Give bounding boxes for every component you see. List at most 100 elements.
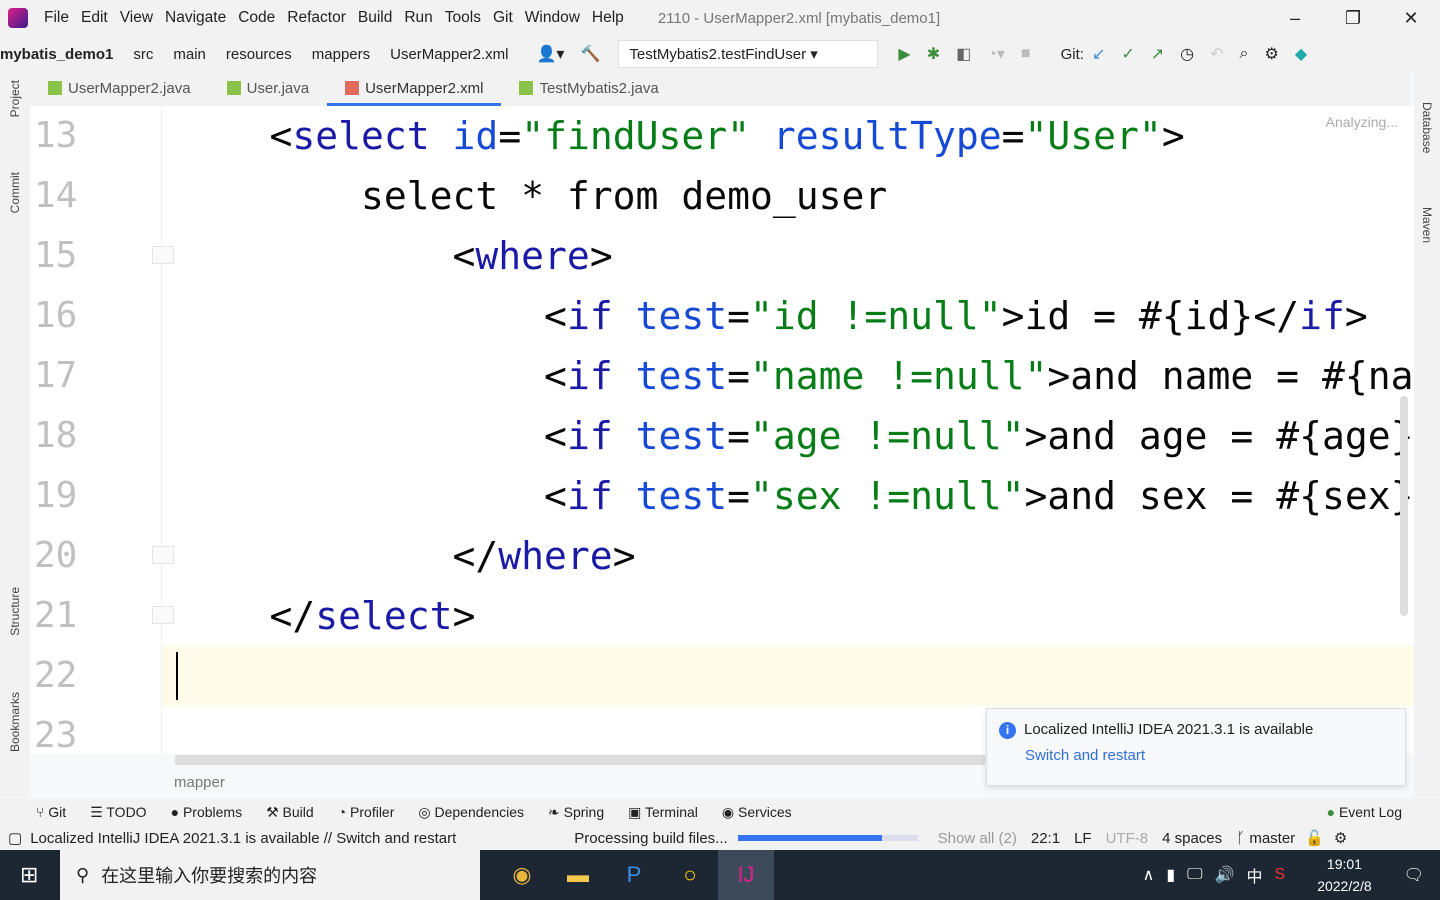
menu-edit[interactable]: Edit: [80, 9, 108, 26]
tray-device-icon[interactable]: ▮: [1166, 867, 1176, 884]
menu-build[interactable]: Build: [357, 9, 393, 26]
tab-usermapper2-xml[interactable]: UserMapper2.xml: [327, 72, 502, 106]
indent-setting[interactable]: 4 spaces: [1162, 829, 1223, 847]
breadcrumb-item[interactable]: src: [133, 45, 154, 63]
memory-indicator-icon[interactable]: ⚙: [1333, 830, 1348, 847]
breadcrumb-item[interactable]: main: [173, 45, 206, 63]
sogou-icon[interactable]: S: [1274, 866, 1286, 883]
profile-icon[interactable]: ◔▾: [987, 46, 1005, 63]
breadcrumb-item[interactable]: mybatis_demo1: [0, 45, 114, 63]
app-p-icon[interactable]: P: [626, 862, 642, 887]
ime-indicator[interactable]: 中: [1246, 869, 1263, 886]
status-message[interactable]: Localized IntelliJ IDEA 2021.3.1 is avai…: [30, 829, 457, 847]
tab-user-java[interactable]: User.java: [209, 72, 328, 106]
vertical-scrollbar[interactable]: [1400, 396, 1408, 616]
menu-window[interactable]: Window: [524, 9, 580, 26]
tab-usermapper2-java[interactable]: UserMapper2.java: [30, 72, 209, 106]
chrome-icon[interactable]: ◉: [512, 862, 532, 887]
plugin-icon[interactable]: ◆: [1294, 46, 1308, 63]
horizontal-scrollbar[interactable]: [175, 755, 985, 765]
breadcrumb-item[interactable]: mappers: [311, 45, 371, 63]
xml-breadcrumb[interactable]: mapper: [174, 774, 225, 791]
coverage-icon[interactable]: ◧: [956, 46, 972, 63]
menu-git[interactable]: Git: [492, 9, 513, 26]
structure-tool-button[interactable]: Structure: [8, 587, 22, 636]
show-all-button[interactable]: Show all (2): [937, 829, 1017, 847]
menu-run[interactable]: Run: [404, 9, 433, 26]
file-encoding[interactable]: UTF-8: [1105, 829, 1149, 847]
lock-icon[interactable]: 🔓: [1305, 830, 1324, 847]
fold-marker-icon[interactable]: [152, 606, 174, 624]
rollback-icon[interactable]: ↶: [1210, 46, 1224, 63]
database-tool-button[interactable]: Database: [1420, 102, 1434, 154]
tool-todo[interactable]: ☰ TODO: [90, 804, 146, 821]
tool-label: Problems: [182, 803, 243, 820]
windows-start-icon[interactable]: ⊞: [20, 862, 39, 887]
event-log-button[interactable]: ● Event Log: [1327, 804, 1402, 820]
status-toggle-icon[interactable]: ▢: [8, 830, 23, 847]
menu-tools[interactable]: Tools: [444, 9, 481, 26]
menu-code[interactable]: Code: [238, 9, 276, 26]
git-branch[interactable]: ᚴ master: [1236, 830, 1295, 847]
tool-problems[interactable]: ● Problems: [171, 804, 243, 821]
build-hammer-icon[interactable]: 🔨: [580, 46, 601, 63]
file-explorer-icon[interactable]: ▬: [567, 862, 589, 887]
breadcrumb-item[interactable]: resources: [225, 45, 292, 63]
commit-tool-button[interactable]: Commit: [8, 172, 22, 214]
maven-tool-button[interactable]: Maven: [1420, 207, 1434, 244]
menu-file[interactable]: File: [44, 9, 69, 26]
close-button[interactable]: ✕: [1403, 8, 1419, 28]
tool-dependencies[interactable]: ◎ Dependencies: [418, 804, 524, 821]
line-number: 17: [34, 355, 78, 396]
network-icon[interactable]: 🖵: [1187, 866, 1203, 883]
tab-testmybatis2-java[interactable]: TestMybatis2.java: [501, 72, 676, 106]
notification-center-icon[interactable]: 🗨: [1403, 867, 1424, 884]
menu-navigate[interactable]: Navigate: [165, 9, 227, 26]
project-tool-button[interactable]: Project: [8, 80, 22, 118]
tool-profiler[interactable]: ◔ Profiler: [338, 804, 395, 821]
bookmarks-tool-button[interactable]: Bookmarks: [8, 692, 22, 753]
tool-spring[interactable]: ❧ Spring: [548, 804, 604, 821]
restore-button[interactable]: ❐: [1344, 8, 1362, 28]
menu-help[interactable]: Help: [591, 9, 624, 26]
git-commit-icon[interactable]: ✓: [1121, 46, 1135, 63]
line-number: 20: [34, 535, 78, 576]
fold-marker-icon[interactable]: [152, 546, 174, 564]
breadcrumb-item[interactable]: UserMapper2.xml: [390, 45, 509, 63]
stop-icon[interactable]: ■: [1020, 45, 1031, 62]
menu-view[interactable]: View: [119, 9, 154, 26]
tool-terminal[interactable]: ▣ Terminal: [628, 804, 698, 821]
tool-services[interactable]: ◉ Services: [722, 804, 792, 821]
search-icon: ⚲: [76, 864, 90, 885]
menu-refactor[interactable]: Refactor: [287, 9, 346, 26]
fold-marker-icon[interactable]: [152, 246, 174, 264]
minimize-button[interactable]: –: [1289, 8, 1300, 28]
history-icon[interactable]: ◷: [1180, 46, 1195, 63]
code-token-punc: <: [178, 234, 476, 278]
tool-label: Build: [282, 803, 314, 820]
volume-icon[interactable]: 🔊: [1214, 867, 1235, 884]
build-icon: ⚒: [266, 803, 283, 820]
git-push-icon[interactable]: ↗: [1150, 46, 1165, 63]
tray-expand-icon[interactable]: ∧: [1142, 867, 1155, 884]
run-icon[interactable]: ▶: [898, 46, 911, 63]
switch-and-restart-link[interactable]: Switch and restart: [1025, 747, 1146, 764]
notification-title: Localized IntelliJ IDEA 2021.3.1 is avai…: [1024, 721, 1314, 738]
caret-position[interactable]: 22:1: [1030, 829, 1061, 847]
tool-build[interactable]: ⚒ Build: [266, 804, 314, 821]
taskbar-search[interactable]: ⚲在这里输入你要搜索的内容: [60, 850, 480, 900]
event-log-label: Event Log: [1338, 804, 1402, 820]
run-config-select[interactable]: TestMybatis2.testFindUser ▾: [618, 40, 879, 68]
tool-git[interactable]: ⑂ Git: [36, 804, 66, 821]
git-update-icon[interactable]: ↙: [1091, 46, 1106, 63]
gear-icon[interactable]: ⚙: [1264, 46, 1279, 63]
debug-icon[interactable]: ✱: [926, 46, 941, 63]
intellij-taskbar-icon[interactable]: IJ: [718, 850, 774, 900]
search-icon[interactable]: ⌕: [1239, 45, 1249, 62]
user-icon[interactable]: 👤▾: [536, 46, 565, 63]
line-separator[interactable]: LF: [1074, 829, 1092, 847]
git-label: Git:: [1060, 45, 1084, 63]
app-ring-icon[interactable]: ○: [683, 862, 697, 887]
